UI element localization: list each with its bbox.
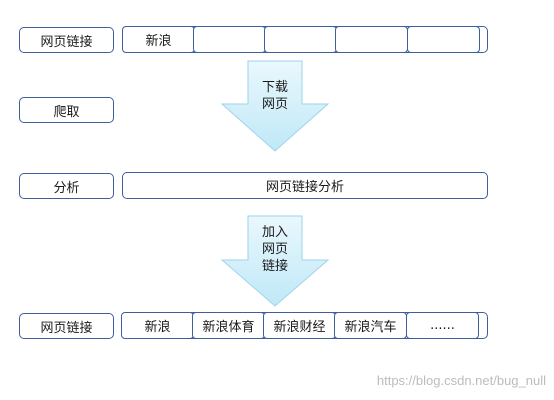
add-links-arrow-label: 加入 网页 链接: [254, 224, 296, 275]
row1-cell-empty: [264, 25, 337, 53]
row4-cell-sina-auto: 新浪汽车: [334, 311, 407, 339]
row1-cell-empty: [335, 25, 408, 53]
row4-cell-label: 新浪汽车: [344, 319, 397, 335]
download-arrow-label: 下载 网页: [254, 79, 296, 113]
add-links-arrow-line: 网页: [261, 242, 288, 257]
row4-cell-sina: 新浪: [121, 311, 194, 339]
row1-cell-empty: [407, 25, 480, 53]
download-arrow: [220, 60, 330, 152]
row1-cell-sina: 新浪: [122, 25, 195, 53]
row4-cell-sina-finance: 新浪财经: [263, 311, 336, 339]
row1-cell-label: 新浪: [145, 33, 172, 49]
row4-label: 网页链接: [40, 320, 93, 336]
row4-cell-label: ......: [430, 317, 455, 333]
row3-content: 网页链接分析: [265, 180, 344, 195]
add-links-arrow-line: 加入: [261, 225, 288, 240]
row2-label-box: 爬取: [19, 97, 114, 123]
download-arrow-line: 下载: [261, 80, 288, 95]
row1-cell-empty: [193, 25, 266, 53]
row4-cell-label: 新浪财经: [273, 319, 326, 335]
row3-label-box: 分析: [19, 173, 114, 199]
row4-cell-label: 新浪: [144, 319, 171, 335]
row4-link-list: 新浪 新浪体育 新浪财经 新浪汽车 ......: [121, 311, 488, 339]
row4-label-box: 网页链接: [19, 313, 114, 339]
watermark: https://blog.csdn.net/bug_null: [376, 373, 546, 388]
row4-cell-label: 新浪体育: [202, 319, 255, 335]
add-links-arrow: [220, 215, 330, 307]
row1-link-list: 新浪: [122, 25, 488, 53]
download-arrow-shape: [220, 60, 330, 152]
row2-label: 爬取: [53, 104, 80, 120]
row3-analysis-box: 网页链接分析: [122, 172, 488, 199]
row1-label: 网页链接: [40, 34, 93, 50]
row4-cell-sina-sports: 新浪体育: [192, 311, 265, 339]
add-links-arrow-line: 链接: [261, 259, 288, 274]
row3-label: 分析: [53, 180, 80, 196]
download-arrow-line: 网页: [261, 97, 288, 112]
add-links-arrow-shape: [220, 215, 330, 307]
row1-label-box: 网页链接: [19, 27, 114, 53]
row4-cell-more: ......: [406, 311, 479, 339]
